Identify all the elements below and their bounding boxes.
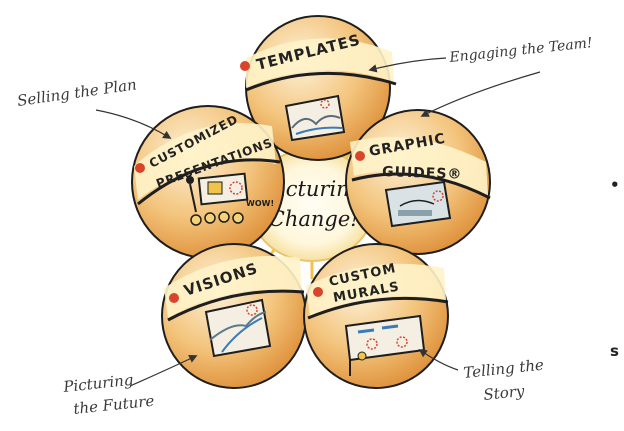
visions-landscape-icon xyxy=(204,298,272,358)
annotation-selling-arrow xyxy=(95,109,172,139)
annotation-picturing-arrow xyxy=(129,355,198,387)
node-custom-murals[interactable]: CUSTOM MURALS xyxy=(303,243,449,389)
annotation-picturing-future: Picturing the Future xyxy=(62,355,198,418)
annotation-engaging-arrow-1 xyxy=(368,57,447,73)
annotation-telling-arrow xyxy=(418,349,459,371)
annotation-telling-line2: Story xyxy=(483,382,526,404)
templates-picture-icon xyxy=(284,94,346,142)
node-customized-dot xyxy=(135,163,145,173)
node-visions-dot xyxy=(169,293,179,303)
annotation-engaging: Engaging the Team! xyxy=(368,35,593,117)
annotation-selling-text: Selling the Plan xyxy=(16,75,138,110)
node-graphic-dot xyxy=(355,151,365,161)
presentation-audience-icon: WOW! xyxy=(186,172,274,226)
node-graphic-guides[interactable]: GRAPHIC GUIDES® xyxy=(345,109,491,255)
annotation-engaging-text: Engaging the Team! xyxy=(448,35,593,66)
annotation-telling-story: Telling the Story xyxy=(418,349,545,404)
node-graphic-label2: GUIDES® xyxy=(382,164,463,183)
graphic-guide-icon xyxy=(384,180,452,228)
node-templates-dot xyxy=(240,61,250,71)
wow-text: WOW! xyxy=(246,199,274,208)
node-murals-dot xyxy=(313,287,323,297)
annotation-picturing-line2: the Future xyxy=(73,392,156,418)
node-visions[interactable]: VISIONS xyxy=(161,243,307,389)
annotation-telling-line1: Telling the xyxy=(463,356,545,382)
annotation-engaging-arrow-2 xyxy=(420,71,541,117)
edge-letter-glyph: s xyxy=(610,342,619,360)
node-templates[interactable]: TEMPLATES xyxy=(240,15,397,161)
center-title-line2: Change!! xyxy=(269,207,367,231)
annotation-selling: Selling the Plan xyxy=(16,75,172,139)
edge-bullet-glyph: • xyxy=(610,176,620,194)
annotation-picturing-line1: Picturing xyxy=(62,371,135,396)
node-customized-presentations[interactable]: CUSTOMIZED PRESENTATIONS WOW! xyxy=(131,105,285,259)
